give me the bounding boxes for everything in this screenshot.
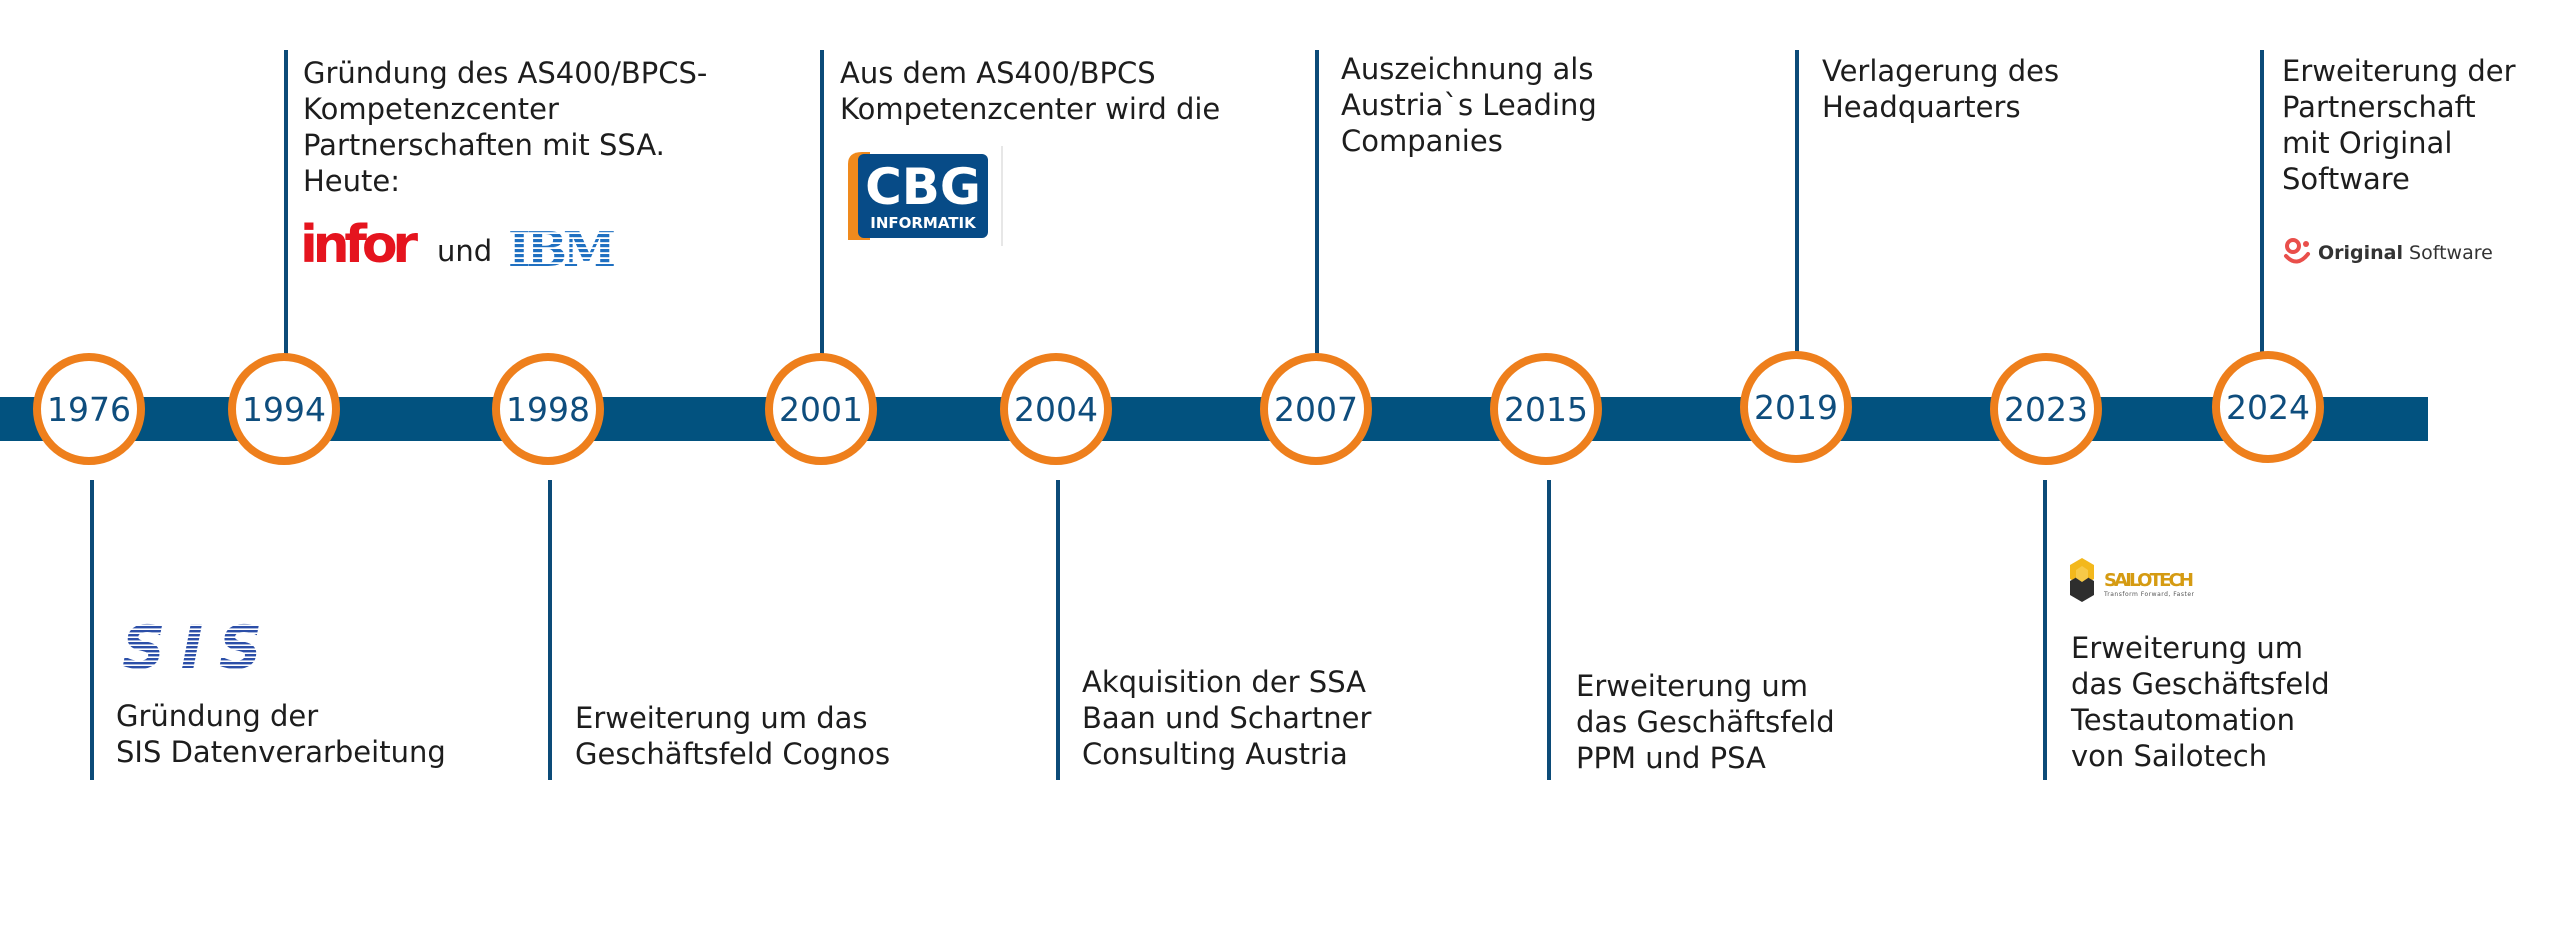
event-text-1994: Gründung des AS400/BPCS- Kompetenzcenter… (303, 56, 708, 198)
event-text-2023: Erweiterung um das Geschäftsfeld Testaut… (2071, 631, 2330, 773)
svg-text:Original Software: Original Software (2318, 242, 2493, 264)
sis-logo-text: SIS (122, 618, 262, 674)
cbg-logo-main-text: CBG (865, 158, 981, 216)
year-circle-1976: 1976 (33, 353, 145, 465)
year-circle-2001: 2001 (765, 353, 877, 465)
year-label: 2019 (1754, 387, 1838, 427)
event-text-2015: Erweiterung um das Geschäftsfeld PPM und… (1576, 669, 1835, 775)
stem-2019 (1795, 50, 1799, 355)
original-logo-light-text: Software (2403, 242, 2493, 264)
year-label: 1994 (242, 389, 326, 429)
year-circle-2004: 2004 (1000, 353, 1112, 465)
event-text-1998: Erweiterung um das Geschäftsfeld Cognos (575, 701, 891, 771)
infor-logo-text: infor (300, 216, 418, 272)
event-text-2024: Erweiterung der Partnerschaft mit Origin… (2282, 54, 2516, 196)
cbg-informatik-logo: CBG INFORMATIK (844, 146, 1004, 248)
stem-2001 (820, 50, 824, 355)
sailotech-logo: SAILOTECH Transform Forward, Faster (2068, 556, 2218, 608)
year-label: 2015 (1504, 389, 1588, 429)
ibm-logo-text: IBM (508, 224, 616, 272)
event-text-2007: Auszeichnung als Austria`s Leading Compa… (1341, 52, 1597, 158)
event-text-2004: Akquisition der SSA Baan und Schartner C… (1082, 665, 1372, 771)
year-label: 2007 (1274, 389, 1358, 429)
connector-und: und (437, 234, 493, 268)
sis-logo: SIS (118, 618, 268, 674)
event-text-2001: Aus dem AS400/BPCS Kompetenzcenter wird … (840, 56, 1221, 126)
year-circle-2007: 2007 (1260, 353, 1372, 465)
ibm-logo: IBM (508, 224, 618, 272)
stem-2024 (2260, 50, 2264, 355)
stem-2015 (1547, 480, 1551, 780)
stem-1976 (90, 480, 94, 780)
cbg-logo-sub-text: INFORMATIK (870, 214, 977, 232)
original-logo-bold-text: Original (2318, 242, 2403, 264)
infor-logo: infor (300, 216, 424, 272)
event-text-1976: Gründung der SIS Datenverarbeitung (116, 699, 446, 769)
year-circle-2023: 2023 (1990, 353, 2102, 465)
original-software-logo: Original Software (2282, 234, 2502, 270)
year-label: 1998 (506, 389, 590, 429)
stem-2023 (2043, 480, 2047, 780)
stem-1994 (284, 50, 288, 355)
year-label: 2023 (2004, 389, 2088, 429)
year-label: 2001 (779, 389, 863, 429)
year-label: 2004 (1014, 389, 1098, 429)
year-circle-2015: 2015 (1490, 353, 1602, 465)
sailotech-logo-tagline: Transform Forward, Faster (2103, 591, 2195, 598)
sailotech-logo-main-text: SAILOTECH (2104, 570, 2194, 591)
stem-2007 (1315, 50, 1319, 355)
stem-2004 (1056, 480, 1060, 780)
year-circle-1994: 1994 (228, 353, 340, 465)
year-circle-1998: 1998 (492, 353, 604, 465)
year-circle-2019: 2019 (1740, 351, 1852, 463)
year-circle-2024: 2024 (2212, 351, 2324, 463)
year-label: 1976 (47, 389, 131, 429)
year-label: 2024 (2226, 387, 2310, 427)
event-text-2019: Verlagerung des Headquarters (1822, 54, 2060, 124)
stem-1998 (548, 480, 552, 780)
